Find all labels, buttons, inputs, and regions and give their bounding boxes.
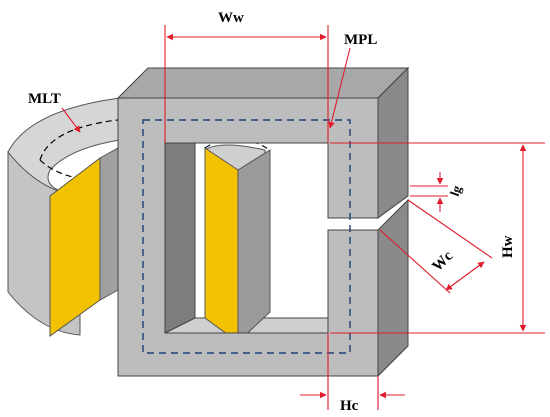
dimension-lines [164,25,545,410]
coil-inner-section [204,137,271,344]
label-hc: Hc [340,398,359,414]
core-right-side [377,66,409,378]
label-hw: Hw [500,235,516,258]
wc-extension-top [407,199,493,259]
core-top-face [116,67,410,99]
wc-extension-bottom [379,229,451,294]
mpl-leader [328,47,351,129]
label-ww: Ww [218,10,244,26]
coil-bobbin [7,97,121,337]
label-wc: Wc [430,248,457,275]
wc-dimension [445,261,485,291]
label-lg: lg [447,183,465,198]
mlt-leader [61,107,81,133]
label-mpl: MPL [344,32,377,48]
magnetic-path [142,119,351,354]
label-mlt: MLT [28,91,61,107]
